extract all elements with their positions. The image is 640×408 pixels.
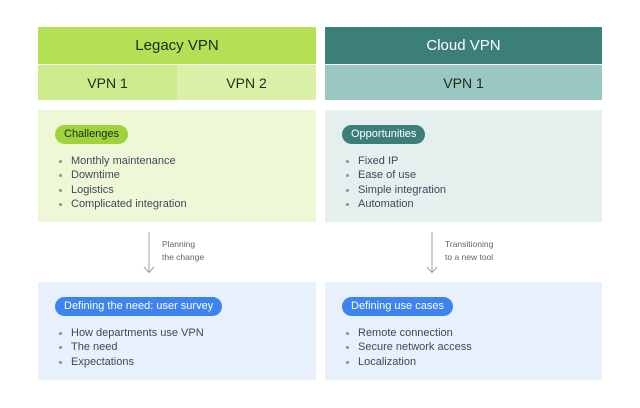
list-item: Simple integration [346, 183, 602, 197]
list-item: Ease of use [346, 168, 602, 182]
opportunities-badge: Opportunities [342, 125, 426, 144]
list-item: Secure network access [346, 340, 602, 354]
opportunities-panel: Opportunities Fixed IP Ease of use Simpl… [325, 110, 602, 222]
legacy-vpn-header: Legacy VPN [38, 27, 316, 64]
cloud-vpn-header: Cloud VPN [325, 27, 602, 64]
defining-need-list: How departments use VPN The need Expecta… [55, 326, 316, 369]
list-item: Monthly maintenance [59, 154, 316, 168]
challenges-badge: Challenges [55, 125, 129, 144]
transitioning-caption: Transitioning to a new tool [445, 238, 493, 264]
challenges-panel: Challenges Monthly maintenance Downtime … [38, 110, 316, 222]
legacy-vpn-2-label: VPN 2 [177, 65, 316, 100]
list-item: Logistics [59, 183, 316, 197]
opportunities-list: Fixed IP Ease of use Simple integration … [342, 154, 602, 211]
list-item: Remote connection [346, 326, 602, 340]
arrow-down-icon [426, 232, 438, 274]
planning-caption-line1: Planning [162, 239, 196, 249]
transitioning-caption-line2: to a new tool [445, 252, 494, 262]
challenges-list: Monthly maintenance Downtime Logistics C… [55, 154, 316, 211]
list-item: Automation [346, 197, 602, 211]
legacy-vpn-subheader: VPN 1 VPN 2 [38, 65, 316, 100]
transitioning-caption-line1: Transitioning [445, 239, 494, 249]
list-item: Expectations [59, 355, 316, 369]
use-cases-badge: Defining use cases [342, 297, 453, 316]
list-item: Fixed IP [346, 154, 602, 168]
defining-need-badge: Defining the need: user survey [55, 297, 223, 316]
list-item: Localization [346, 355, 602, 369]
defining-need-panel: Defining the need: user survey How depar… [38, 282, 316, 380]
list-item: The need [59, 340, 316, 354]
legacy-vpn-1-label: VPN 1 [38, 65, 177, 100]
arrow-down-icon [143, 232, 155, 274]
list-item: How departments use VPN [59, 326, 316, 340]
planning-caption-line2: the change [162, 252, 205, 262]
use-cases-panel: Defining use cases Remote connection Sec… [325, 282, 602, 380]
cloud-vpn-1-label: VPN 1 [325, 65, 602, 100]
list-item: Complicated integration [59, 197, 316, 211]
list-item: Downtime [59, 168, 316, 182]
planning-caption: Planning the change [162, 238, 204, 264]
use-cases-list: Remote connection Secure network access … [342, 326, 602, 369]
